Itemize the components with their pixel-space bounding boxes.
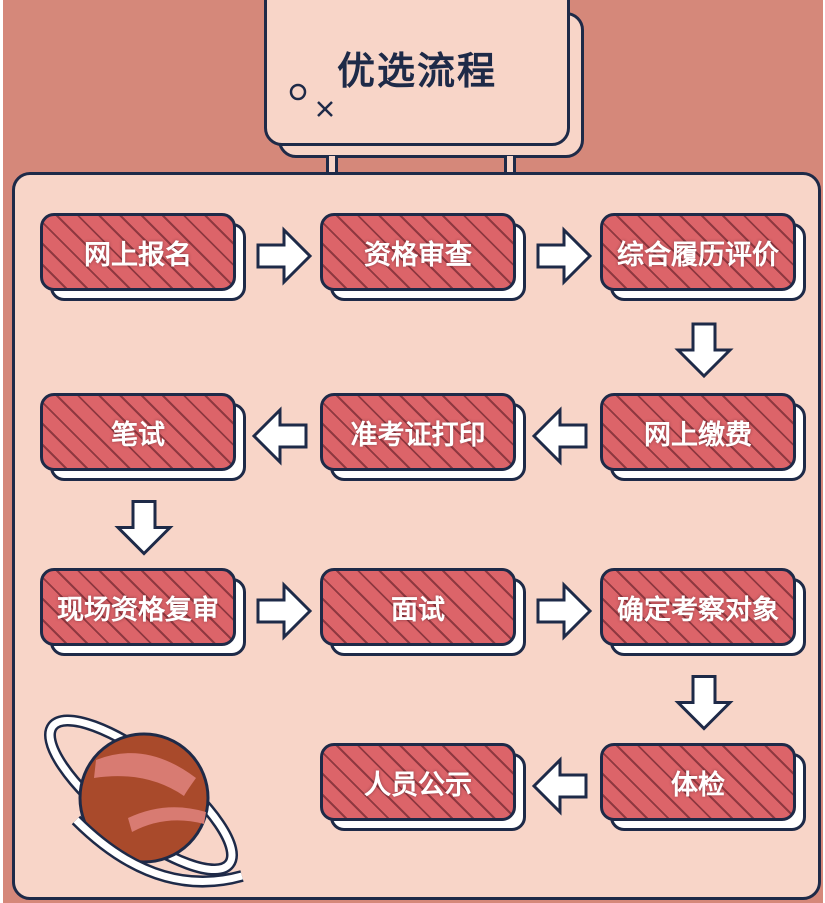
step-9-box: 确定考察对象 [600,568,796,646]
arrow-step-9-to-step-10 [674,675,734,731]
step-9-label: 确定考察对象 [617,594,779,626]
arrow-step-10-to-step-11 [531,756,588,816]
page-title: 优选流程 [336,49,497,93]
arrow-step-6-to-step-7 [114,500,174,556]
sign-post-left [326,156,338,174]
step-6-box: 笔试 [40,393,236,471]
step-4-label: 网上缴费 [644,419,752,451]
step-10-label: 体检 [671,769,725,801]
step-11-box: 人员公示 [320,743,516,821]
step-6-label: 笔试 [111,419,165,451]
step-5-label: 准考证打印 [350,419,486,451]
step-1-label: 网上报名 [84,239,192,271]
step-10-box: 体检 [600,743,796,821]
arrow-step-2-to-step-3 [536,226,593,286]
step-8-label: 面试 [391,594,445,626]
step-7-box: 现场资格复审 [40,568,236,646]
step-3-label: 综合履历评价 [617,239,779,271]
planet-icon [44,714,244,888]
step-2-label: 资格审查 [364,239,472,271]
step-11-label: 人员公示 [364,769,472,801]
arrow-step-8-to-step-9 [536,581,593,641]
arrow-step-4-to-step-5 [531,406,588,466]
title-decor [289,83,333,117]
cross-icon [317,101,333,117]
step-3-box: 综合履历评价 [600,213,796,291]
step-8-box: 面试 [320,568,516,646]
arrow-step-3-to-step-4 [674,322,734,379]
title-board [264,0,570,146]
circle-icon [289,83,307,101]
arrow-step-7-to-step-8 [256,581,313,641]
step-2-box: 资格审查 [320,213,516,291]
step-7-label: 现场资格复审 [57,594,219,626]
sign-post-right [504,156,516,174]
step-1-box: 网上报名 [40,213,236,291]
step-5-box: 准考证打印 [320,393,516,471]
step-4-box: 网上缴费 [600,393,796,471]
arrow-step-1-to-step-2 [256,226,313,286]
arrow-step-5-to-step-6 [251,406,308,466]
